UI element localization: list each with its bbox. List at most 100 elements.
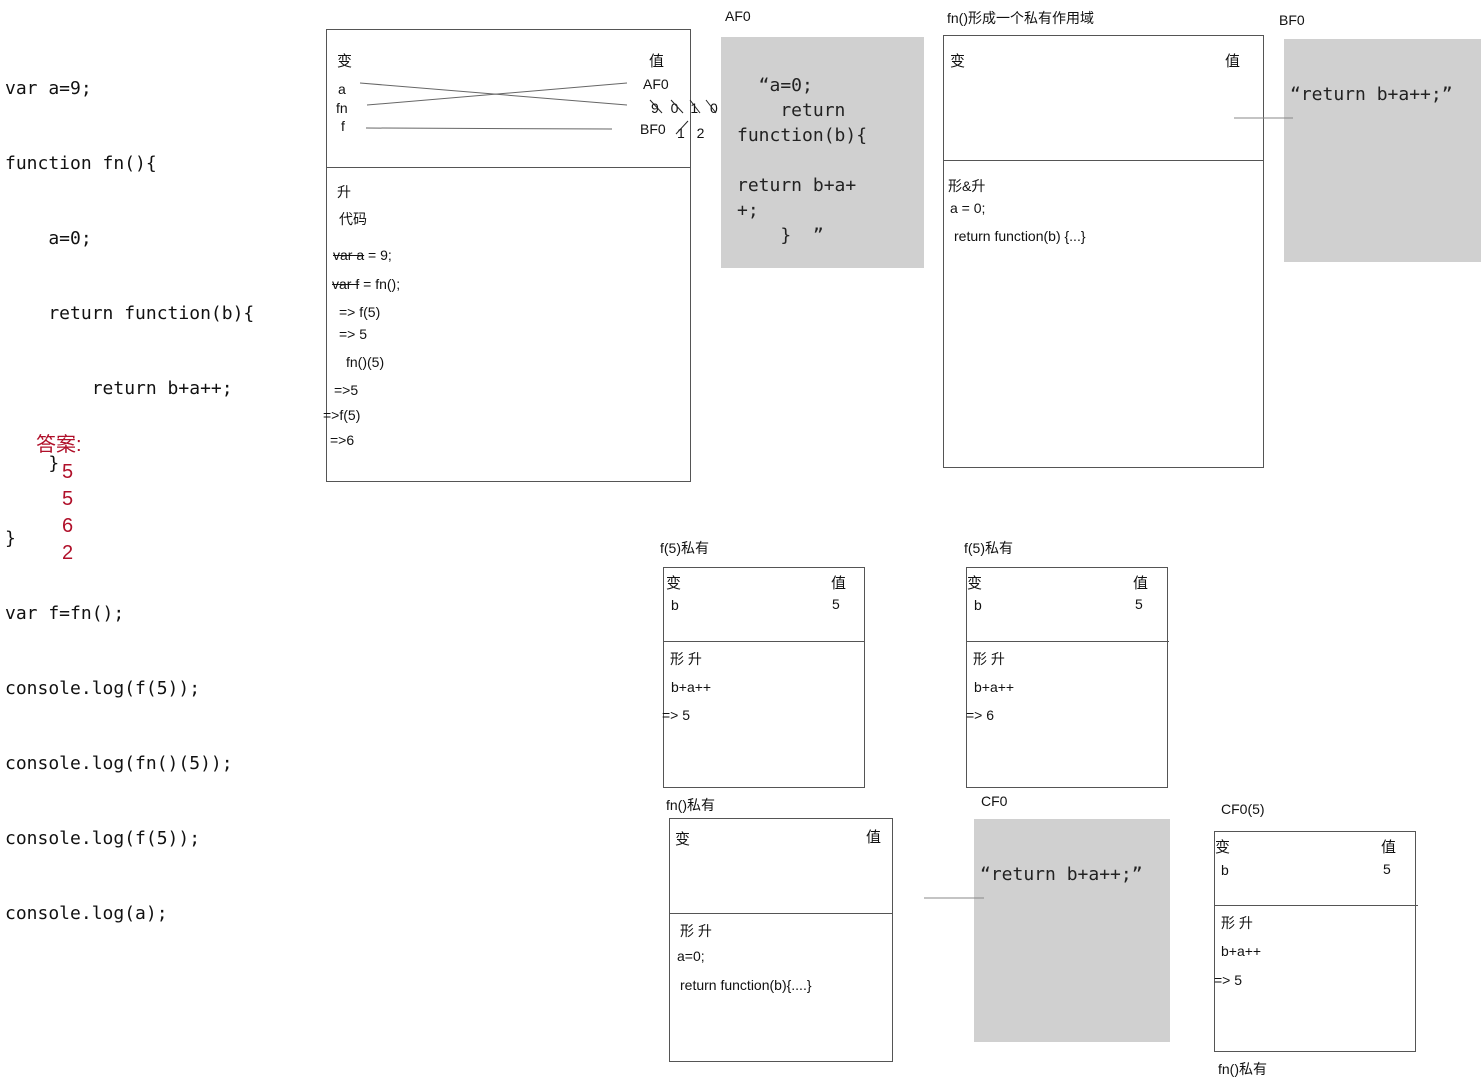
result: => 5: [662, 707, 691, 723]
step-text: = fn();: [359, 276, 401, 292]
af0-heap: “a=0; return function(b){ return b+a+ +;…: [721, 37, 924, 268]
f5-scope-box-second: 变 值 b 5 形 升 b+a++ => 6: [966, 567, 1169, 788]
val-af0: AF0: [643, 76, 669, 92]
code-line: return b+a++;: [5, 378, 233, 399]
cf0-call-box: 变 值 b 5 形 升 b+a++ => 5: [1214, 831, 1418, 1052]
answer-title: 答案:: [36, 434, 82, 456]
divider: [664, 641, 864, 642]
code-line: console.log(a);: [5, 903, 168, 924]
step: fn()(5): [346, 354, 385, 370]
cf0-heap: “return b+a++;”: [974, 819, 1170, 1042]
expr: b+a++: [671, 679, 712, 695]
bf0-content: “return b+a++;”: [1290, 84, 1453, 105]
step-text: = 9;: [364, 247, 392, 263]
struck-text: var a: [333, 247, 365, 263]
section-label: 形&升: [948, 178, 986, 194]
cf0-call-caption: CF0(5): [1221, 801, 1265, 817]
answer-value: 6: [62, 515, 74, 537]
f5-scope-box: 变 值 b 5 形 升 b+a++ => 5: [662, 567, 865, 788]
scope-line: a=0;: [677, 948, 705, 964]
var-b: b: [1221, 862, 1229, 878]
var-fn: fn: [336, 100, 348, 116]
val-b: 5: [1135, 596, 1143, 612]
var-header: 变: [1215, 839, 1231, 856]
code-line: a=0;: [5, 228, 92, 249]
cf0-content: “return b+a++;”: [980, 864, 1143, 885]
divider: [944, 160, 1263, 161]
val-b: 5: [1383, 861, 1391, 877]
val-header: 值: [1381, 839, 1397, 856]
fn-scope-caption: fn()形成一个私有作用域: [947, 10, 1094, 26]
step: => 5: [339, 326, 368, 342]
var-b: b: [671, 597, 679, 613]
answer-value: 5: [62, 461, 74, 483]
strike-mark: [649, 99, 663, 114]
code-line: return function(b){: [5, 303, 255, 324]
val-header: 值: [1133, 575, 1149, 592]
arrow-f-to-bf0: [365, 127, 613, 130]
var-header: 变: [666, 575, 682, 592]
var-header: 变: [337, 53, 353, 70]
var-a: a: [338, 81, 346, 97]
val-a-history: 9 0 1 0: [651, 100, 722, 116]
var-header: 变: [967, 575, 983, 592]
source-code: var a=9; function fn(){ a=0; return func…: [5, 26, 254, 951]
code-line: var a=9;: [5, 78, 92, 99]
f5-caption: f(5)私有: [964, 540, 1013, 556]
divider: [1215, 905, 1418, 906]
step-var-a: var a = 9;: [333, 247, 392, 263]
strike-mark: [689, 99, 701, 114]
var-header: 变: [675, 831, 691, 848]
answer-value: 2: [62, 542, 74, 564]
result: => 6: [966, 707, 995, 723]
code-label: 代码: [339, 211, 367, 227]
global-scope-box: 变 值 a fn f AF0 9 0 1 0 BF0 1 2 升 代码 var …: [323, 29, 718, 482]
result: => 5: [1214, 972, 1243, 988]
scope-line: return function(b) {...}: [954, 228, 1086, 244]
val-header: 值: [1225, 53, 1241, 70]
section-label: 形 升: [1221, 915, 1253, 931]
answer-value: 5: [62, 488, 74, 510]
val-header: 值: [866, 829, 882, 846]
var-f: f: [341, 118, 345, 134]
strike-mark: [705, 99, 717, 114]
val-header: 值: [649, 53, 665, 70]
divider: [327, 167, 690, 168]
code-line: console.log(f(5));: [5, 678, 201, 699]
var-header: 变: [950, 53, 966, 70]
scope-line: return function(b){....}: [680, 977, 812, 993]
divider: [967, 641, 1169, 642]
val-header: 值: [831, 575, 847, 592]
scope-line: a = 0;: [950, 200, 986, 216]
hoist-label: 升: [337, 184, 351, 200]
cf0-call-footer: fn()私有: [1218, 1061, 1267, 1077]
var-b: b: [974, 597, 982, 613]
expr: b+a++: [1221, 943, 1262, 959]
expr: b+a++: [974, 679, 1015, 695]
arrow-fn-to-af0: [366, 82, 628, 106]
bf0-label: BF0: [1279, 12, 1305, 28]
section-label: 形 升: [973, 651, 1005, 667]
val-bf0: BF0: [640, 121, 666, 137]
step-var-f: var f = fn();: [332, 276, 400, 292]
af0-label: AF0: [725, 8, 751, 24]
fn-private-box: 变 值 形 升 a=0; return function(b){....}: [669, 818, 893, 1062]
val-b: 5: [832, 596, 840, 612]
step: => f(5): [339, 304, 381, 320]
step: =>5: [334, 382, 359, 398]
cf0-label: CF0: [981, 793, 1008, 809]
af0-content: “a=0; return function(b){ return b+a+ +;…: [737, 75, 868, 246]
strike-mark: [675, 120, 689, 135]
struck-text: var f: [332, 276, 360, 292]
fn-private-caption: fn()私有: [666, 797, 715, 813]
fn-scope-box: 变 值 形&升 a = 0; return function(b) {...}: [943, 35, 1264, 468]
code-line: console.log(fn()(5));: [5, 753, 233, 774]
section-label: 形 升: [680, 923, 712, 939]
code-line: console.log(f(5));: [5, 828, 201, 849]
strike-mark: [670, 99, 684, 114]
code-line: function fn(){: [5, 153, 157, 174]
code-line: }: [5, 528, 16, 549]
divider: [670, 913, 892, 914]
step: =>f(5): [323, 407, 361, 423]
